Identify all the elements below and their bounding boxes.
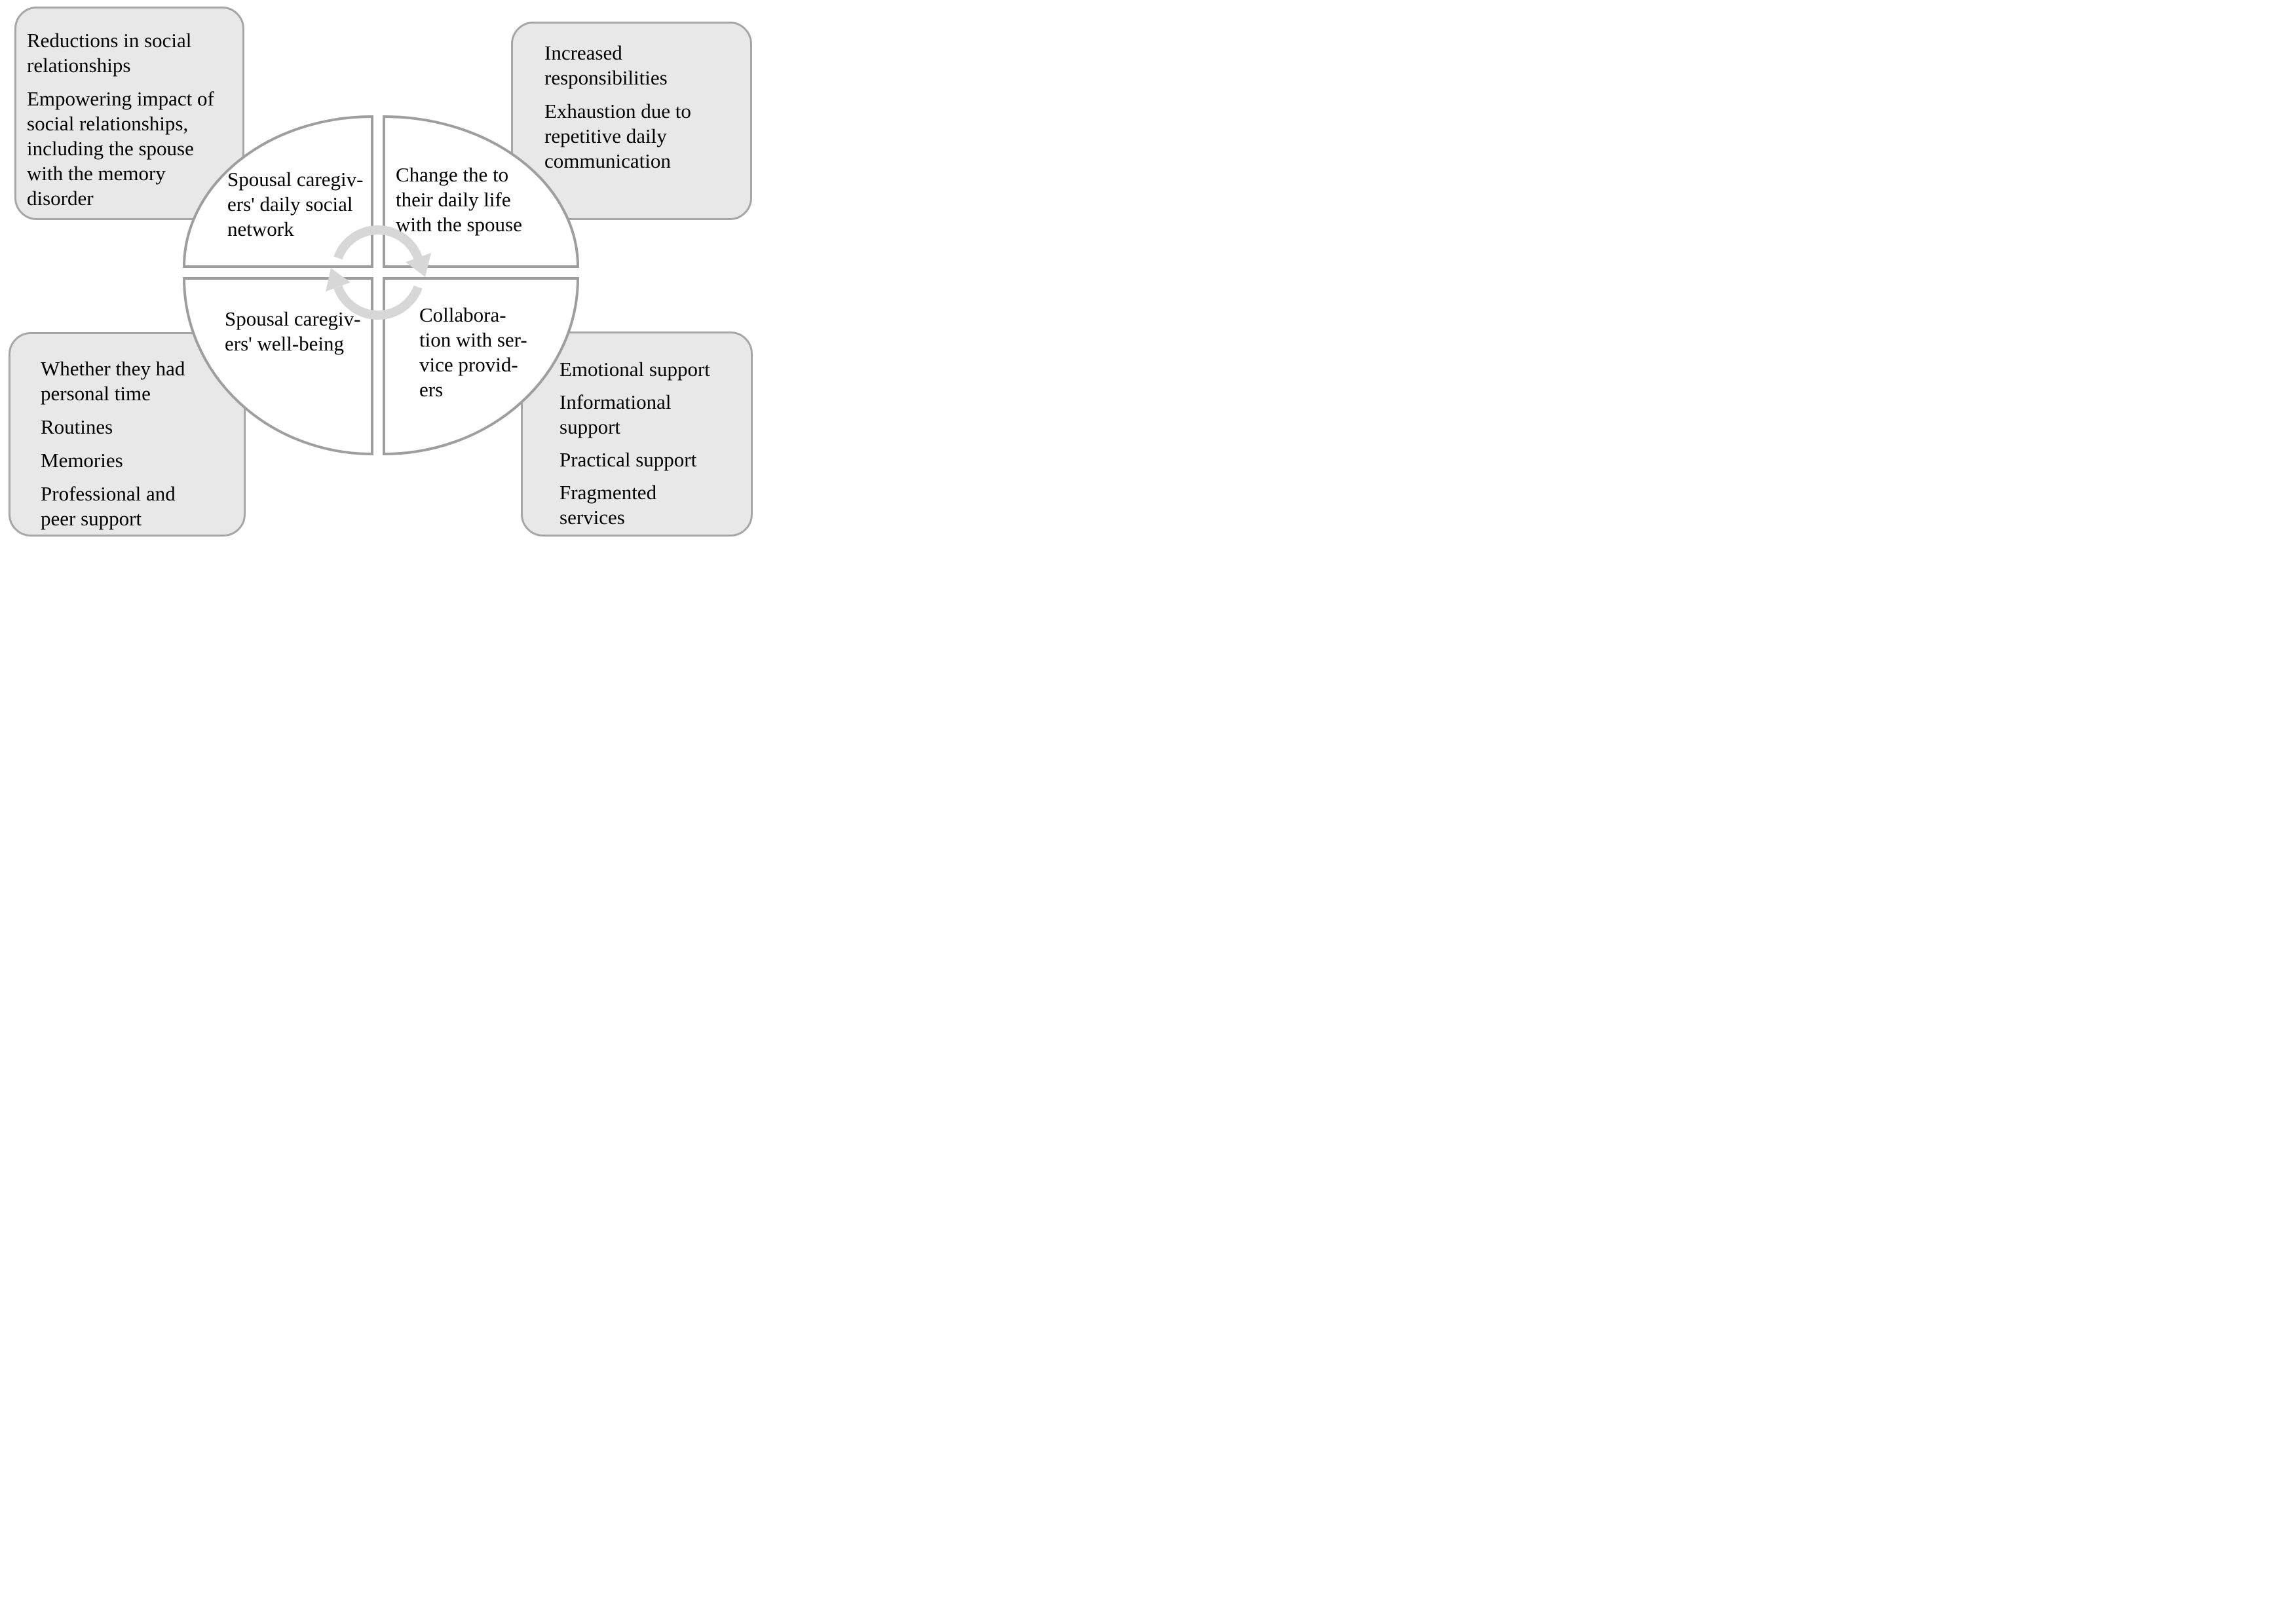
box-paragraph: Whether they had personal time	[41, 357, 185, 405]
box-paragraph: Fragmented services	[560, 481, 657, 529]
cycle-arrow-bottom-arc	[333, 285, 423, 320]
cycle-arrow-top-arc	[333, 225, 423, 260]
quadrant-shape-top-right	[383, 115, 580, 268]
box-paragraph: Reductions in social relationships	[27, 29, 192, 77]
quadrant-label-well-being: Spousal caregiv- ers' well-being	[225, 307, 361, 355]
quadrant-shape-bottom-left	[182, 277, 373, 456]
cycle-arrows-icon	[326, 225, 431, 320]
box-paragraph: Exhaustion due to repetitive daily commu…	[544, 100, 691, 172]
box-paragraph: Informational support	[560, 390, 672, 438]
cycle-arrow-top-head	[406, 253, 431, 277]
box-paragraph: Increased responsibilities	[544, 41, 668, 89]
box-paragraph: Empowering impact of social relationship…	[27, 87, 214, 210]
box-paragraph: Memories	[41, 449, 123, 472]
cycle-matrix-graphic	[182, 115, 580, 456]
box-paragraph: Professional and peer support	[41, 482, 176, 530]
cycle-arrow-bottom-head	[326, 268, 351, 292]
quadrant-label-changes-daily-life: Change the to their daily life with the …	[396, 163, 522, 236]
quadrant-shape-bottom-right	[383, 277, 580, 456]
box-paragraph: Emotional support	[560, 358, 710, 381]
box-paragraph: Routines	[41, 415, 113, 438]
box-paragraph: Practical support	[560, 448, 697, 471]
quadrant-label-daily-social-network: Spousal caregiv- ers' daily social netwo…	[227, 168, 364, 240]
quadrant-label-collaboration-service-providers: Collabora- tion with ser- vice provid- e…	[419, 303, 527, 401]
quadrant-shape-top-left	[182, 115, 373, 268]
